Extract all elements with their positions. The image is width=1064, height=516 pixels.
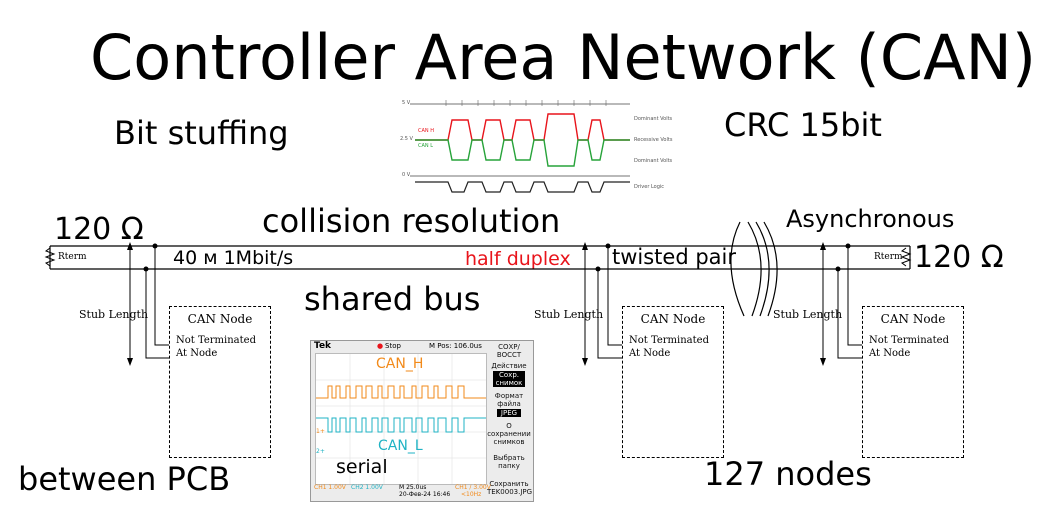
scope-traces — [316, 354, 486, 484]
scope-menu: СОХР/ВОССТ Действие Сохр. снимок Формат … — [487, 343, 533, 499]
serial-label: serial — [336, 456, 388, 478]
between-pcb-label: between PCB — [18, 460, 231, 498]
scope-ch2: CH2 1.00V — [351, 484, 383, 491]
scope-menu-format: Формат файла — [494, 392, 524, 408]
speed-label: 40 м 1Mbit/s — [173, 247, 294, 269]
can-node: CAN Node Not Terminated At Node — [169, 306, 271, 458]
scope-menu-title: СОХР/ВОССТ — [496, 343, 522, 359]
half-duplex-label: half duplex — [465, 248, 571, 270]
break-arc-3 — [763, 221, 778, 317]
resistor-right-icon — [900, 247, 912, 267]
scope-can-h-label: CAN_H — [376, 356, 424, 372]
can-node-note: At Node — [869, 348, 911, 359]
bit-stuffing-label: Bit stuffing — [114, 114, 289, 152]
scope-brand: Tek — [314, 341, 332, 351]
scope-top-bar: Tek ● Stop M Pos: 106.0us — [311, 341, 487, 352]
scope-can-h-trace — [316, 385, 486, 399]
scope-screen: CAN_H CAN_L 1+ 2+ serial — [315, 353, 487, 485]
scope-menu-save: Сохранить TEK0003.JPG — [487, 480, 533, 496]
scope-ch1-marker: 1+ — [316, 428, 325, 435]
scope-frequency: <10Hz — [461, 491, 482, 498]
waveform-right-label: Recessive Volts — [634, 137, 673, 143]
waveform-level: 0 V — [402, 172, 411, 178]
can-node-note: Not Terminated — [176, 335, 256, 346]
scope-mpos: M Pos: 106.0us — [429, 342, 482, 350]
scope-ch2-marker: 2+ — [316, 448, 325, 455]
can-node-note: Not Terminated — [629, 335, 709, 346]
rterm-left-label: Rterm — [58, 252, 87, 262]
scope-time: M 25.0us — [399, 484, 427, 491]
shared-bus-label: shared bus — [304, 280, 481, 318]
rterm-right-value: 120 Ω — [914, 240, 1004, 275]
waveform-can-l-label: CAN L — [418, 143, 434, 149]
scope-menu-about: О сохранении снимков — [487, 422, 531, 446]
can-node-note: Not Terminated — [869, 335, 949, 346]
waveform-right-label: Dominant Volts — [634, 158, 673, 164]
scope-can-l-trace — [316, 417, 486, 433]
crc-label: CRC 15bit — [724, 106, 882, 144]
asynchronous-label: Asynchronous — [786, 205, 955, 233]
scope-date: 20-Фев-24 16:46 — [399, 491, 451, 498]
can-node-note: At Node — [629, 348, 671, 359]
can-node-title: CAN Node — [880, 312, 946, 326]
scope-stop-icon: ● — [377, 342, 384, 350]
break-arc-2 — [755, 221, 770, 317]
scope-status-bar: CH1 1.00V CH2 1.00V M 25.0us 20-Фев-24 1… — [311, 483, 491, 501]
waveform-right-label: Driver Logic — [634, 184, 665, 190]
can-node-title: CAN Node — [187, 312, 253, 326]
waveform-can-h-label: CAN H — [418, 128, 435, 134]
scope-trigger: CH1 ∕ 3.00V — [455, 484, 491, 491]
waveform-level: 2.5 V — [400, 136, 413, 142]
can-h-wave — [415, 113, 630, 141]
node-count-label: 127 nodes — [704, 455, 872, 493]
can-node-title: CAN Node — [640, 312, 706, 326]
scope-menu-action: Действие — [491, 362, 527, 370]
driver-logic-wave — [415, 181, 630, 193]
scope-menu-choose: Выбрать папку — [493, 454, 525, 470]
rterm-right-label: Rterm — [874, 252, 903, 262]
can-node: CAN Node Not Terminated At Node — [622, 306, 724, 458]
waveform-level: 5 V — [402, 100, 411, 106]
can-node: CAN Node Not Terminated At Node — [862, 306, 964, 458]
scope-state: Stop — [385, 342, 401, 350]
stub-length-label: Stub Length — [773, 308, 843, 321]
resistor-left-icon — [44, 247, 56, 267]
scope-menu-format-value: JPEG — [497, 409, 521, 417]
twisted-pair-label: twisted pair — [612, 245, 737, 269]
waveform-right-label: Dominant Volts — [634, 116, 673, 122]
collision-resolution-label: collision resolution — [262, 202, 561, 240]
page-title: Controller Area Network (CAN) — [90, 21, 1037, 94]
break-arc-4 — [730, 221, 745, 317]
scope-can-l-label: CAN_L — [378, 438, 423, 454]
scope-menu-action-value: Сохр. снимок — [493, 371, 525, 387]
stub-length-label: Stub Length — [534, 308, 604, 321]
stub-length-label: Stub Length — [79, 308, 149, 321]
rterm-left-value: 120 Ω — [54, 212, 144, 247]
scope-ch1: CH1 1.00V — [314, 484, 346, 491]
can-l-wave — [415, 139, 630, 167]
oscilloscope-screenshot: Tek ● Stop M Pos: 106.0us CAN_H CAN_L 1+… — [310, 340, 534, 502]
break-arc-1 — [747, 221, 762, 317]
can-node-note: At Node — [176, 348, 218, 359]
